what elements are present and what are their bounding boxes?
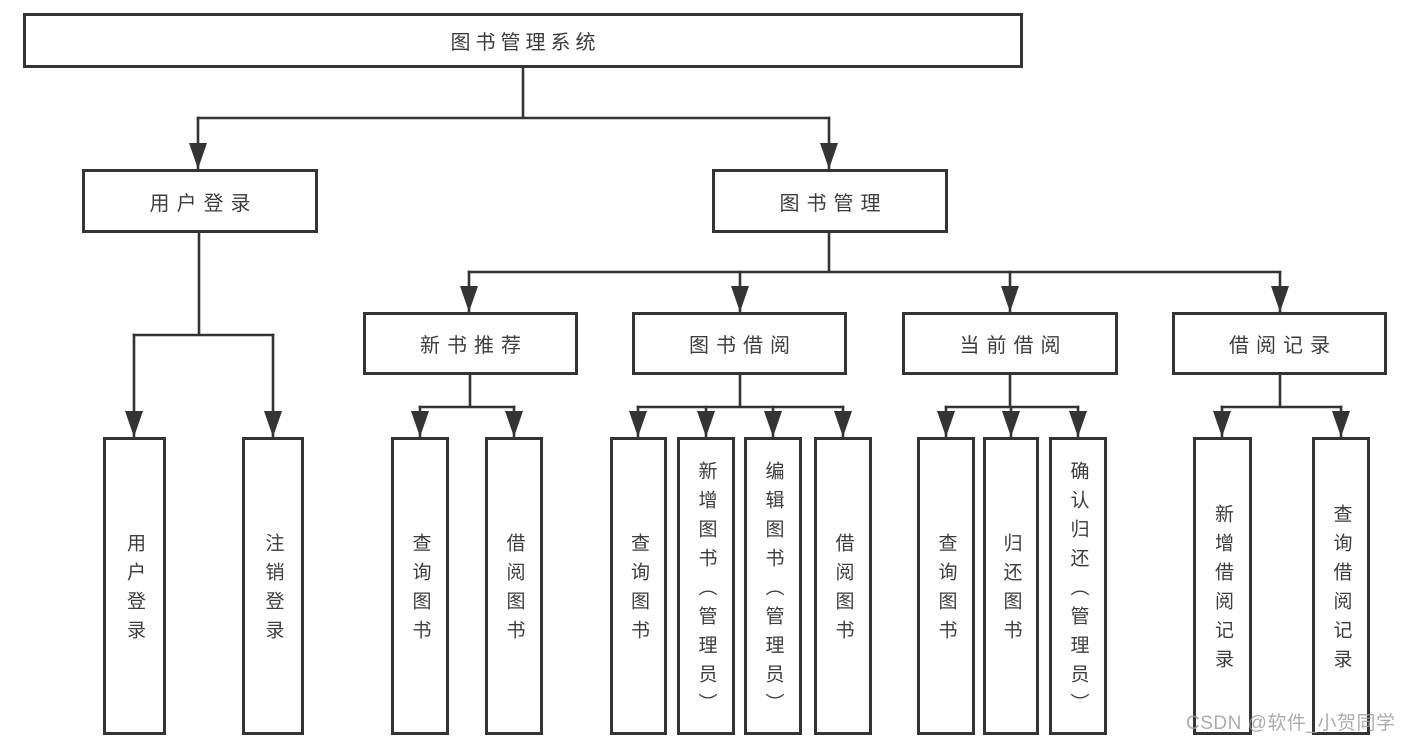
- node-label: 借阅记录: [1229, 335, 1337, 357]
- leaf-label: 查询图书: [628, 533, 649, 649]
- node-book-borrow: 图书借阅: [632, 312, 847, 375]
- leaf-logout: 注销登录: [242, 437, 304, 735]
- connector-book-borrow-spine: [636, 373, 845, 409]
- node-label: 当前借阅: [959, 335, 1068, 357]
- leaf-label: 确认归还（管理员）: [1067, 460, 1089, 722]
- leaf-cb-return-books: 归还图书: [983, 437, 1039, 735]
- leaf-label: 注销登录: [262, 533, 284, 649]
- connector-new-book-spine: [418, 373, 516, 409]
- leaf-label: 查询图书: [935, 533, 957, 649]
- leaf-label: 编辑图书（管理员）: [762, 460, 784, 722]
- connector-root-spine: [196, 66, 831, 120]
- csdn-watermark: CSDN @软件_小贺同学: [1186, 713, 1396, 734]
- connector-book-mgmt-spine: [467, 231, 1282, 274]
- node-label: 图书管理: [779, 192, 888, 215]
- leaf-label: 新增借阅记录: [1212, 504, 1233, 678]
- leaf-bb-borrow-books: 借阅图书: [814, 437, 872, 735]
- leaf-label: 用户登录: [124, 533, 145, 649]
- leaf-label: 借阅图书: [503, 533, 525, 649]
- node-new-book-recommend: 新书推荐: [363, 312, 578, 375]
- leaf-bb-query-books: 查询图书: [610, 437, 667, 735]
- leaf-cb-query-books: 查询图书: [917, 437, 975, 735]
- leaf-br-query-borrow-record: 查询借阅记录: [1312, 437, 1370, 735]
- leaf-br-add-borrow-record: 新增借阅记录: [1193, 437, 1252, 735]
- node-book-management: 图书管理: [712, 169, 948, 233]
- node-user-login: 用户登录: [82, 169, 318, 233]
- connector-current-borrow-spine: [944, 373, 1080, 409]
- node-library-management-system: 图书管理系统: [23, 13, 1023, 68]
- leaf-label: 借阅图书: [832, 533, 854, 649]
- leaf-label: 新增图书（管理员）: [695, 460, 717, 722]
- node-label: 图书借阅: [689, 335, 797, 357]
- leaf-label: 归还图书: [1000, 533, 1022, 649]
- connector-borrow-records-spine: [1220, 373, 1343, 409]
- node-label: 用户登录: [149, 192, 258, 215]
- leaf-bb-add-books-admin: 新增图书（管理员）: [677, 437, 735, 735]
- leaf-label: 查询图书: [409, 533, 431, 649]
- node-label: 图书管理系统: [450, 32, 601, 54]
- leaf-user-login: 用户登录: [103, 437, 166, 735]
- connector-user-login-spine: [132, 231, 275, 337]
- node-current-borrow: 当前借阅: [902, 312, 1118, 375]
- node-label: 新书推荐: [420, 335, 528, 357]
- leaf-nr-query-books: 查询图书: [391, 437, 449, 735]
- leaf-nr-borrow-books: 借阅图书: [485, 437, 543, 735]
- leaf-label: 查询借阅记录: [1330, 504, 1352, 678]
- leaf-cb-confirm-return-admin: 确认归还（管理员）: [1049, 437, 1107, 735]
- node-borrow-records: 借阅记录: [1172, 312, 1387, 375]
- leaf-bb-edit-books-admin: 编辑图书（管理员）: [744, 437, 802, 735]
